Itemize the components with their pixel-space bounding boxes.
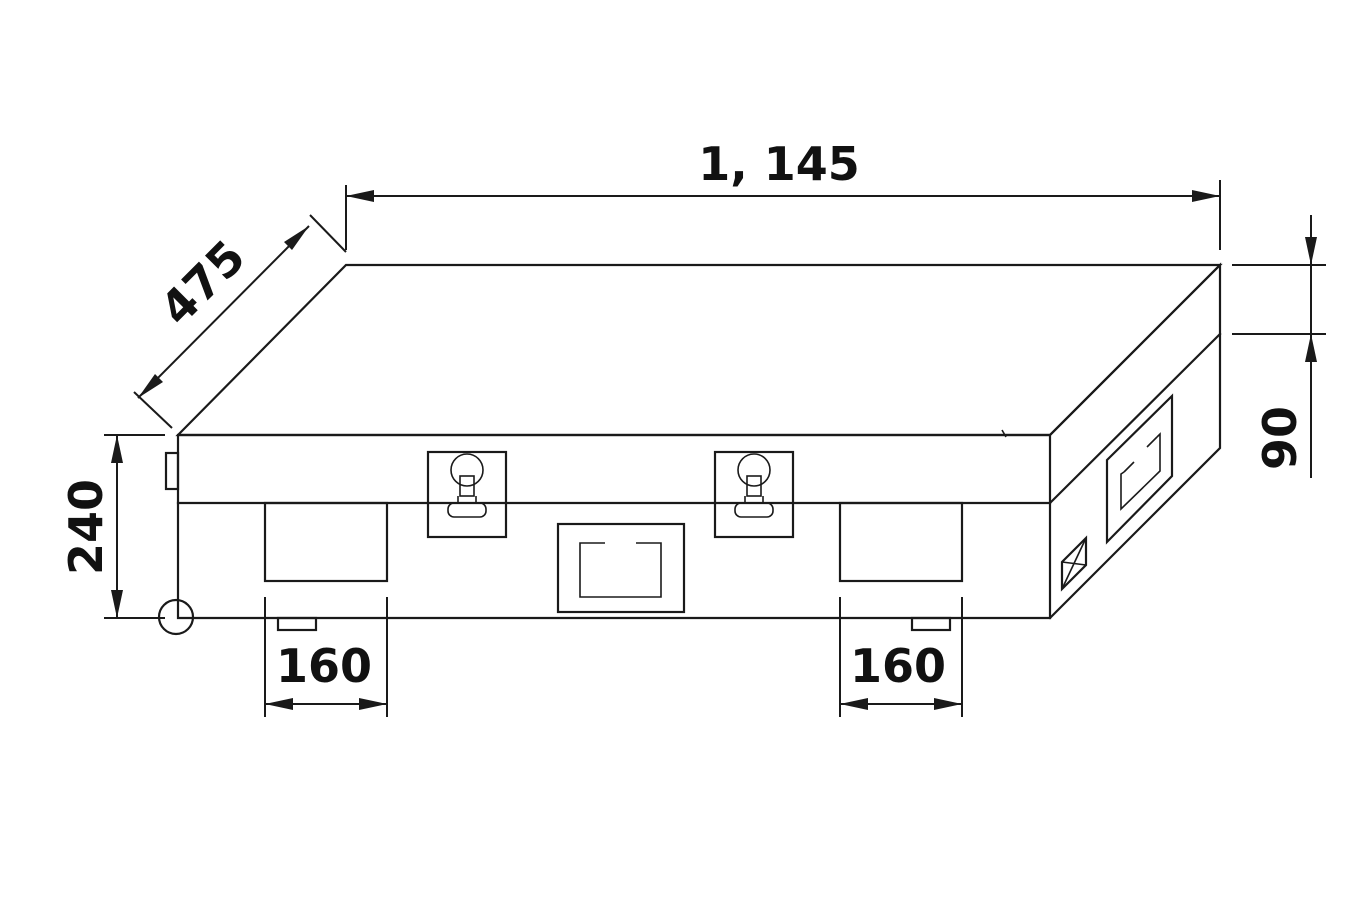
front-panel-left xyxy=(263,501,389,583)
dimension-height-label: 240 xyxy=(59,479,113,575)
front-handle xyxy=(556,522,686,614)
edge-tick xyxy=(1001,429,1007,438)
dimension-depth xyxy=(133,214,347,429)
latch-left xyxy=(426,450,508,539)
foot-right xyxy=(910,616,952,632)
dimension-wheel-left xyxy=(264,597,388,717)
case-right-face xyxy=(1048,262,1222,620)
case-outline xyxy=(175,262,1223,620)
dimension-length xyxy=(345,180,1221,250)
dimension-height xyxy=(104,434,165,619)
dimension-wheel-right-label: 160 xyxy=(850,639,946,693)
dimension-wheel-right xyxy=(839,597,963,717)
latch-right xyxy=(713,450,795,539)
side-handle-stub xyxy=(164,451,180,491)
case-front-face xyxy=(176,433,1052,620)
dimension-lid-height xyxy=(1232,215,1326,478)
lid-seam-side xyxy=(1048,332,1222,505)
case-hardware xyxy=(157,393,1174,636)
dimension-length-label: 1, 145 xyxy=(698,137,860,191)
side-handle xyxy=(1105,393,1174,545)
dimension-depth-label: 475 xyxy=(150,230,256,336)
side-vent xyxy=(1060,535,1088,592)
foot-left xyxy=(276,616,318,632)
front-panel-right xyxy=(838,501,964,583)
dimension-lid-height-label: 90 xyxy=(1253,406,1307,470)
dimension-wheel-left-label: 160 xyxy=(276,639,372,693)
case-top-face xyxy=(175,263,1223,437)
